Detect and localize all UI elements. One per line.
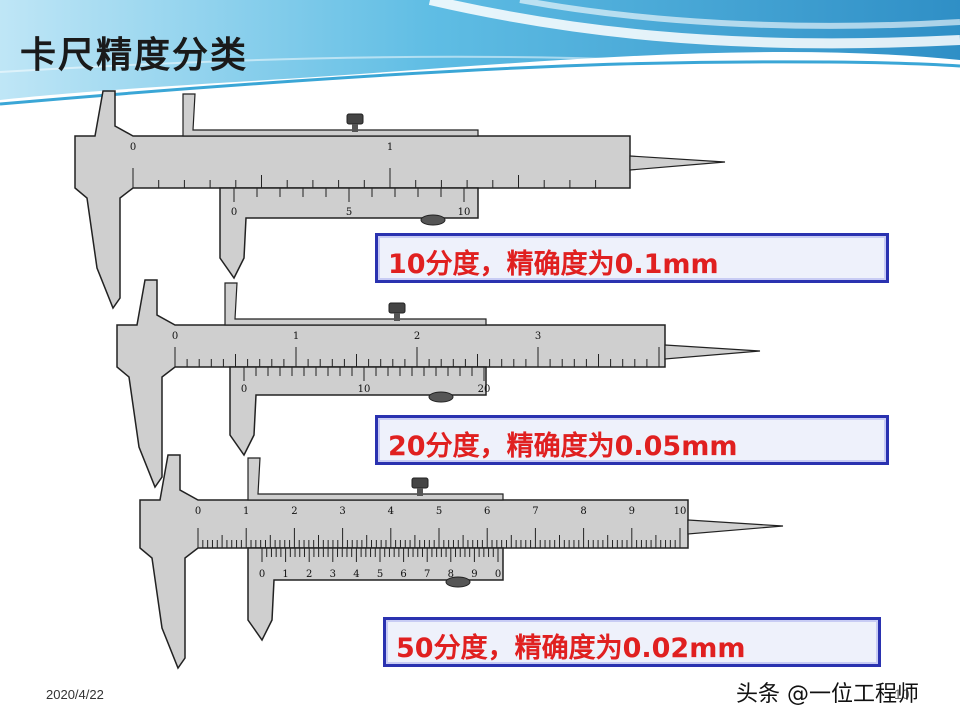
main-scale-label: 0 xyxy=(172,331,178,342)
vernier-scale-label: 0 xyxy=(231,207,237,218)
vernier-scale-label: 9 xyxy=(471,569,477,580)
vernier-slider xyxy=(247,547,504,642)
depth-rod xyxy=(629,155,726,171)
clamp-stem xyxy=(417,488,423,496)
caption-20-text: 20分度，精确度为0.05mm xyxy=(388,431,738,462)
caption-50-division: 50分度，精确度为0.02mm xyxy=(383,617,881,667)
caption-20-division: 20分度，精确度为0.05mm xyxy=(375,415,889,465)
slide-date: 2020/4/22 xyxy=(46,687,104,702)
vernier-scale-label: 5 xyxy=(346,207,352,218)
vernier-scale-label: 5 xyxy=(377,569,383,580)
vernier-scale-label: 10 xyxy=(458,207,471,218)
main-scale-label: 5 xyxy=(436,506,442,517)
thumb-wheel xyxy=(420,214,446,226)
main-scale-label: 0 xyxy=(130,142,136,153)
main-scale-label: 1 xyxy=(387,142,393,153)
vernier-scale-label: 4 xyxy=(353,569,359,580)
vernier-scale-label: 0 xyxy=(259,569,265,580)
vernier-scale-label: 6 xyxy=(400,569,406,580)
main-scale-label: 7 xyxy=(532,506,538,517)
caption-50-text: 50分度，精确度为0.02mm xyxy=(396,633,746,664)
thumb-wheel xyxy=(445,576,471,588)
vernier-scale-label: 3 xyxy=(330,569,336,580)
main-scale-label: 10 xyxy=(674,506,687,517)
vernier-scale-label: 10 xyxy=(358,384,371,395)
fixed-jaw xyxy=(116,279,666,489)
fixed-jaw xyxy=(139,454,689,670)
clamp-stem xyxy=(394,313,400,321)
page-number: 10 xyxy=(894,686,910,702)
depth-rod xyxy=(664,344,761,360)
main-scale-label: 8 xyxy=(580,506,586,517)
main-scale-label: 2 xyxy=(291,506,297,517)
upper-movable-jaw xyxy=(182,93,479,137)
vernier-scale-label: 8 xyxy=(448,569,454,580)
slide-title: 卡尺精度分类 xyxy=(20,35,249,76)
vernier-scale-label: 2 xyxy=(306,569,312,580)
vernier-scale-label: 20 xyxy=(478,384,491,395)
caption-10-division: 10分度，精确度为0.1mm xyxy=(375,233,889,283)
main-scale-label: 0 xyxy=(195,506,201,517)
watermark-credit: 头条 @一位工程师 xyxy=(736,682,919,707)
thumb-wheel xyxy=(428,391,454,403)
vernier-scale-label: 0 xyxy=(495,569,501,580)
main-scale-label: 1 xyxy=(293,331,299,342)
main-scale-label: 3 xyxy=(339,506,345,517)
vernier-scale-label: 1 xyxy=(282,569,288,580)
caption-10-text: 10分度，精确度为0.1mm xyxy=(388,249,719,280)
main-scale-label: 1 xyxy=(243,506,249,517)
vernier-scale-label: 0 xyxy=(241,384,247,395)
vernier-slider xyxy=(229,366,487,457)
vernier-slider xyxy=(219,187,479,280)
upper-movable-jaw xyxy=(247,457,504,501)
clamp-screw xyxy=(411,477,429,489)
fixed-jaw xyxy=(74,90,631,310)
upper-movable-jaw xyxy=(224,282,487,326)
main-scale-label: 4 xyxy=(388,506,394,517)
depth-rod xyxy=(687,519,784,535)
main-scale-label: 6 xyxy=(484,506,490,517)
main-scale-label: 3 xyxy=(535,331,541,342)
main-scale-label: 9 xyxy=(629,506,635,517)
clamp-stem xyxy=(352,124,358,132)
vernier-scale-label: 7 xyxy=(424,569,430,580)
main-scale-label: 2 xyxy=(414,331,420,342)
